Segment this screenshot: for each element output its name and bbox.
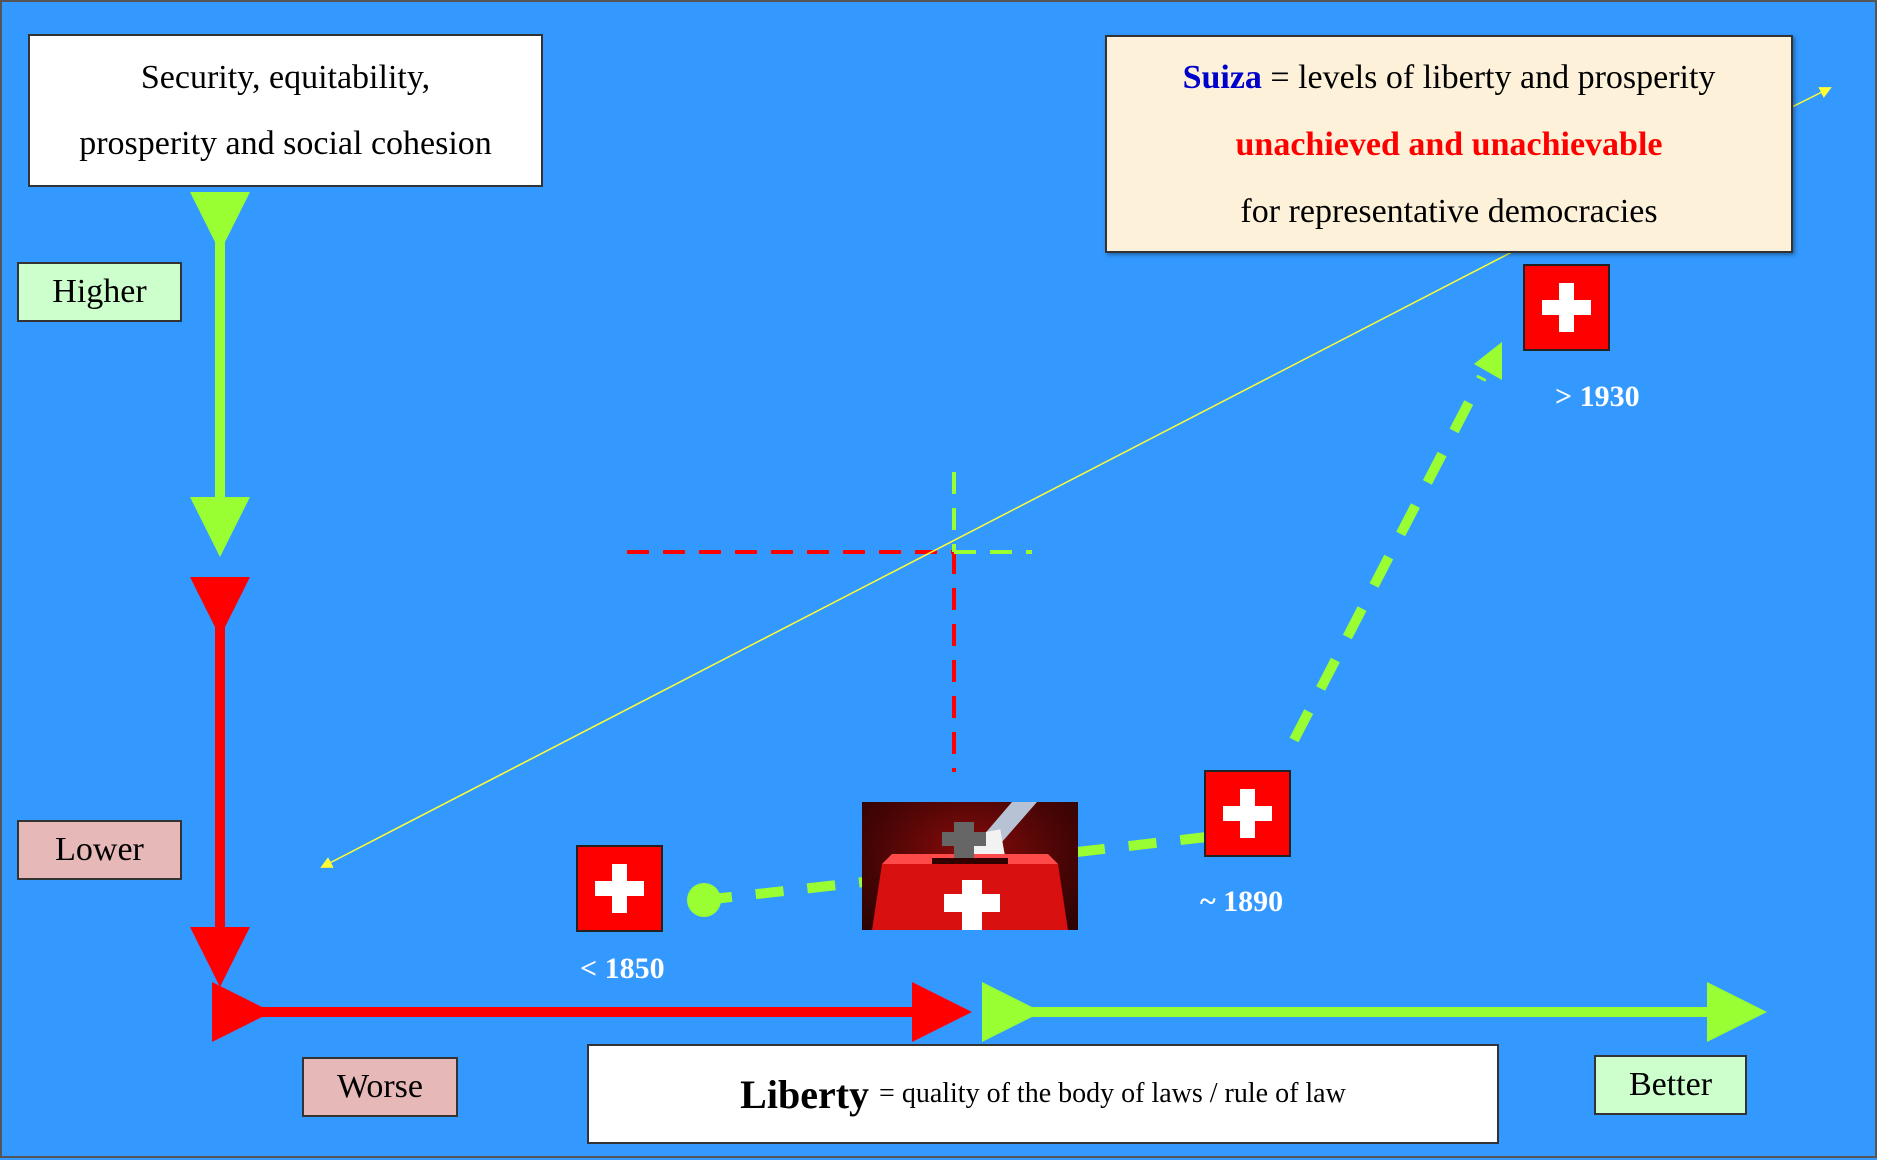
y-axis-title: Security, equitability, prosperity and s… [28,34,543,187]
progress-segment-1 [703,877,865,905]
year-label-1930: > 1930 [1555,380,1640,413]
better-label: Better [1594,1055,1747,1115]
trend-line-to-origin [320,251,1513,868]
x-axis-title: Liberty = quality of the body of laws / … [587,1044,1499,1144]
swiss-flag-icon-1890 [1204,770,1291,857]
suiza-callout-line-1: Suiza = levels of liberty and prosperity [1183,44,1716,111]
liberty-word: Liberty [740,1071,870,1117]
suiza-callout-line-1-rest: = levels of liberty and prosperity [1261,58,1716,96]
year-label-1890: ~ 1890 [1200,885,1284,918]
progress-segment-2 [1076,832,1208,857]
y-axis-title-line-1: Security, equitability, [140,58,431,96]
swiss-flag-icon-1850 [576,845,663,932]
progress-segment-3 [1289,374,1487,743]
worse-label: Worse [302,1057,458,1117]
suiza-callout-line-3: for representative democracies [1240,192,1658,230]
suiza-callout: Suiza = levels of liberty and prosperity… [1105,35,1793,253]
higher-label: Higher [17,262,182,322]
swiss-flag-icon-1930 [1523,264,1610,351]
suiza-callout-line-2: unachieved and unachievable [1235,125,1663,163]
progress-arrowhead [1474,342,1502,380]
suiza-word: Suiza [1182,58,1262,96]
y-axis-title-line-2: prosperity and social cohesion [79,124,492,162]
trend-line-to-callout [1791,87,1832,108]
liberty-definition: = quality of the body of laws / rule of … [879,1078,1346,1109]
year-label-1850: < 1850 [580,952,665,985]
lower-label: Lower [17,820,182,880]
ballot-box-image [862,802,1078,930]
